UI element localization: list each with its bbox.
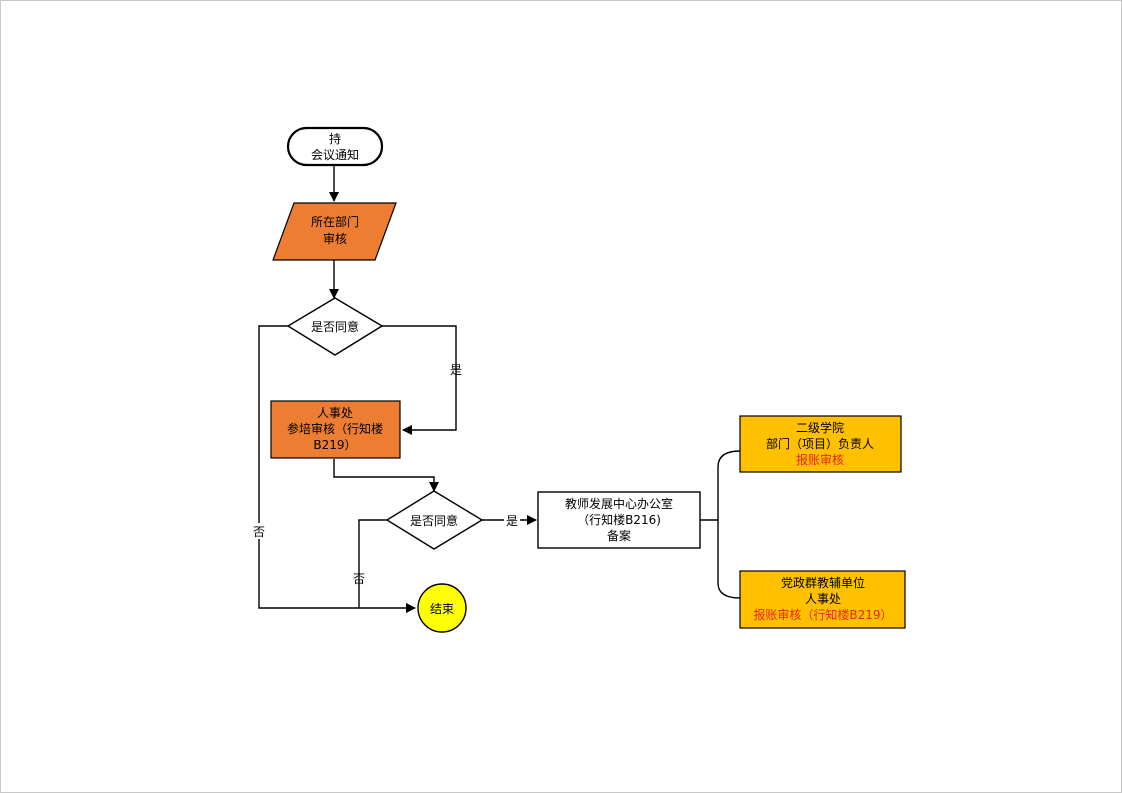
- hr-review-node: 人事处 参培审核（行知楼 B219）: [270, 400, 401, 459]
- start-line2: 会议通知: [311, 148, 359, 162]
- edge-decision1-no: [258, 325, 416, 613]
- decision1-node: 是否同意: [286, 297, 384, 356]
- party-approval-line2: 人事处: [805, 592, 841, 606]
- party-approval-line3: 报账审核（行知楼B219）: [753, 607, 892, 622]
- decision1-label: 是否同意: [311, 319, 359, 334]
- college-approval-line2: 部门（项目）负责人: [766, 436, 874, 451]
- teacher-center-line2: （行知楼B216): [577, 512, 661, 527]
- teacher-center-node: 教师发展中心办公室 （行知楼B216) 备案: [537, 491, 701, 549]
- hr-review-line1: 人事处: [317, 406, 353, 420]
- teacher-center-line1: 教师发展中心办公室: [565, 496, 673, 511]
- edge-label-d2-yes: 是: [506, 514, 518, 528]
- edge-branch-to-party: [717, 520, 741, 599]
- college-approval-line3: 报账审核: [796, 452, 844, 467]
- party-approval-node: 党政群教辅单位 人事处 报账审核（行知楼B219）: [739, 570, 906, 629]
- decision2-node: 是否同意: [385, 490, 484, 550]
- edge-hr-to-decision2: [333, 459, 439, 492]
- hr-review-line3: B219）: [313, 438, 356, 452]
- edge-label-d1-no: 否: [253, 525, 265, 539]
- college-approval-line1: 二级学院: [796, 420, 844, 435]
- dept-review-line2: 审核: [323, 231, 347, 246]
- dept-review-node: 所在部门 审核: [272, 202, 397, 261]
- dept-review-line1: 所在部门: [311, 214, 359, 229]
- edge-label-d2-no: 否: [353, 572, 365, 586]
- start-line1: 持: [329, 131, 341, 146]
- edge-decision1-yes: [382, 325, 457, 435]
- hr-review-line2: 参培审核（行知楼: [287, 421, 383, 436]
- edge-branch-to-college: [717, 450, 741, 520]
- start-terminator: 持 会议通知: [286, 126, 384, 167]
- decision2-label: 是否同意: [410, 513, 458, 528]
- teacher-center-line3: 备案: [607, 528, 631, 543]
- end-label: 结束: [430, 602, 454, 616]
- end-node: 结束: [417, 583, 467, 633]
- college-approval-node: 二级学院 部门（项目）负责人 报账审核: [739, 415, 902, 473]
- edge-label-d1-yes: 是: [450, 363, 462, 377]
- party-approval-line1: 党政群教辅单位: [781, 575, 865, 590]
- edge-decision2-no: [358, 519, 387, 608]
